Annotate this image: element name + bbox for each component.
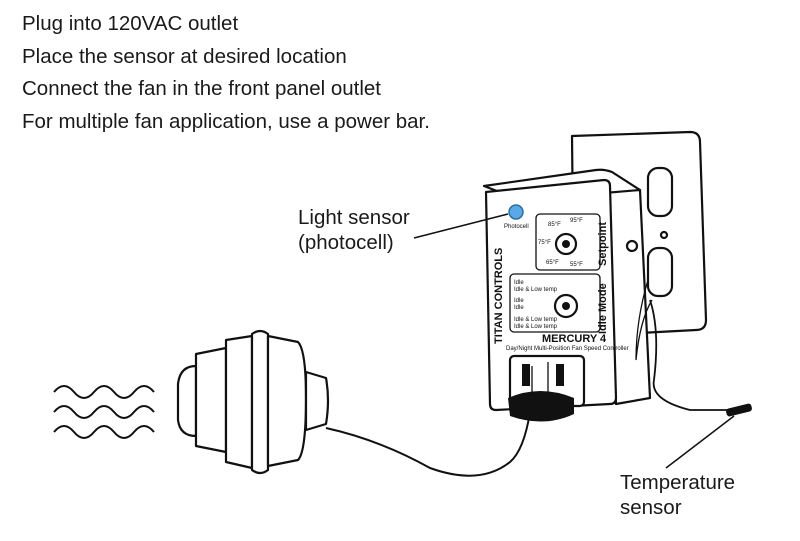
instruction-list: Plug into 120VAC outlet Place the sensor… <box>22 8 430 138</box>
controller-box: Photocell 85°F 95°F 75°F 65°F 55°F Setpo… <box>482 168 652 422</box>
setpoint-label: Setpoint <box>597 222 609 266</box>
temperature-sensor-callout: Temperature sensor <box>620 470 735 520</box>
light-sensor-callout: Light sensor (photocell) <box>298 205 410 255</box>
model-subtitle: Day/Night Multi-Position Fan Speed Contr… <box>506 346 629 352</box>
idle-option: Idle <box>514 280 524 286</box>
idle-option: Idle & Low temp <box>514 317 558 323</box>
callout-line: sensor <box>620 496 682 519</box>
airflow-waves <box>53 385 155 439</box>
photocell-label: Photocell <box>504 224 529 230</box>
temperature-probe <box>726 403 752 417</box>
callout-line: Light sensor <box>298 206 410 229</box>
temp-tick-label: 55°F <box>570 262 583 268</box>
callout-line: (photocell) <box>298 231 394 254</box>
fan-power-cord <box>325 411 531 477</box>
brand-name: TITAN CONTROLS <box>493 248 505 344</box>
temperature-sensor-cable <box>649 299 736 411</box>
temp-tick-label: 65°F <box>546 260 559 266</box>
temperature-leader-line <box>665 415 735 469</box>
photocell-sensor <box>508 204 524 220</box>
model-name: MERCURY 4 <box>542 333 607 345</box>
instruction-item: Plug into 120VAC outlet <box>22 12 239 35</box>
idle-option: Idle & Low temp <box>514 324 558 330</box>
temp-tick-label: 85°F <box>548 222 561 228</box>
instruction-item: Connect the fan in the front panel outle… <box>22 77 382 100</box>
instruction-item: For multiple fan application, use a powe… <box>22 109 430 133</box>
inline-fan <box>176 329 330 475</box>
temp-tick-label: 75°F <box>538 240 551 246</box>
photocell-leader-line <box>413 213 509 239</box>
idle-mode-label: Idle Mode <box>597 283 609 334</box>
idle-option: Idle <box>514 305 524 311</box>
idle-option: Idle <box>514 298 524 304</box>
temp-tick-label: 95°F <box>570 218 583 224</box>
idle-option: Idle & Low temp <box>514 287 558 293</box>
instruction-item: Place the sensor at desired location <box>22 44 347 68</box>
callout-line: Temperature <box>620 471 736 494</box>
